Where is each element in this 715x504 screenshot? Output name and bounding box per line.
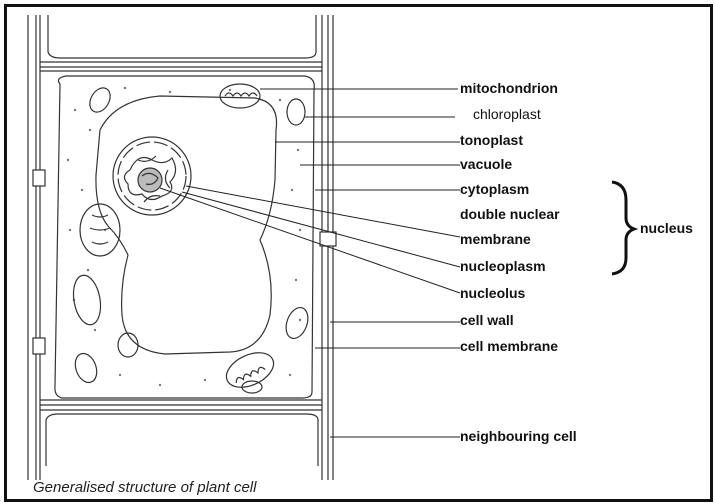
- label-nucleus: nucleus: [640, 220, 693, 236]
- cell-wall-lines: [28, 15, 333, 480]
- nucleus-brace: [612, 182, 634, 274]
- mitochondria: [80, 84, 279, 394]
- cell-membrane-outline: [55, 76, 314, 398]
- label-mitochondrion: mitochondrion: [460, 80, 558, 96]
- vacuole-tonoplast: [96, 96, 277, 354]
- label-neighbouring-cell: neighbouring cell: [460, 428, 577, 444]
- label-cytoplasm: cytoplasm: [460, 181, 529, 197]
- diagram-frame: mitochondrion chloroplast tonoplast vacu…: [4, 4, 713, 502]
- figure-caption: Generalised structure of plant cell: [33, 479, 256, 496]
- label-double-nuclear: double nuclear: [460, 206, 560, 222]
- label-nucleolus: nucleolus: [460, 285, 526, 301]
- nucleus-drawing: [113, 137, 191, 215]
- leader-lines: [160, 89, 460, 437]
- labels: mitochondrion chloroplast tonoplast vacu…: [460, 80, 693, 444]
- label-chloroplast: chloroplast: [473, 106, 541, 122]
- label-membrane: membrane: [460, 231, 531, 247]
- label-nucleoplasm: nucleoplasm: [460, 258, 546, 274]
- label-tonoplast: tonoplast: [460, 132, 523, 148]
- label-cell-wall: cell wall: [460, 312, 514, 328]
- label-cell-membrane: cell membrane: [460, 338, 558, 354]
- plant-cell-diagram: mitochondrion chloroplast tonoplast vacu…: [7, 7, 710, 499]
- cytoplasm-granules: [67, 87, 301, 386]
- label-vacuole: vacuole: [460, 156, 512, 172]
